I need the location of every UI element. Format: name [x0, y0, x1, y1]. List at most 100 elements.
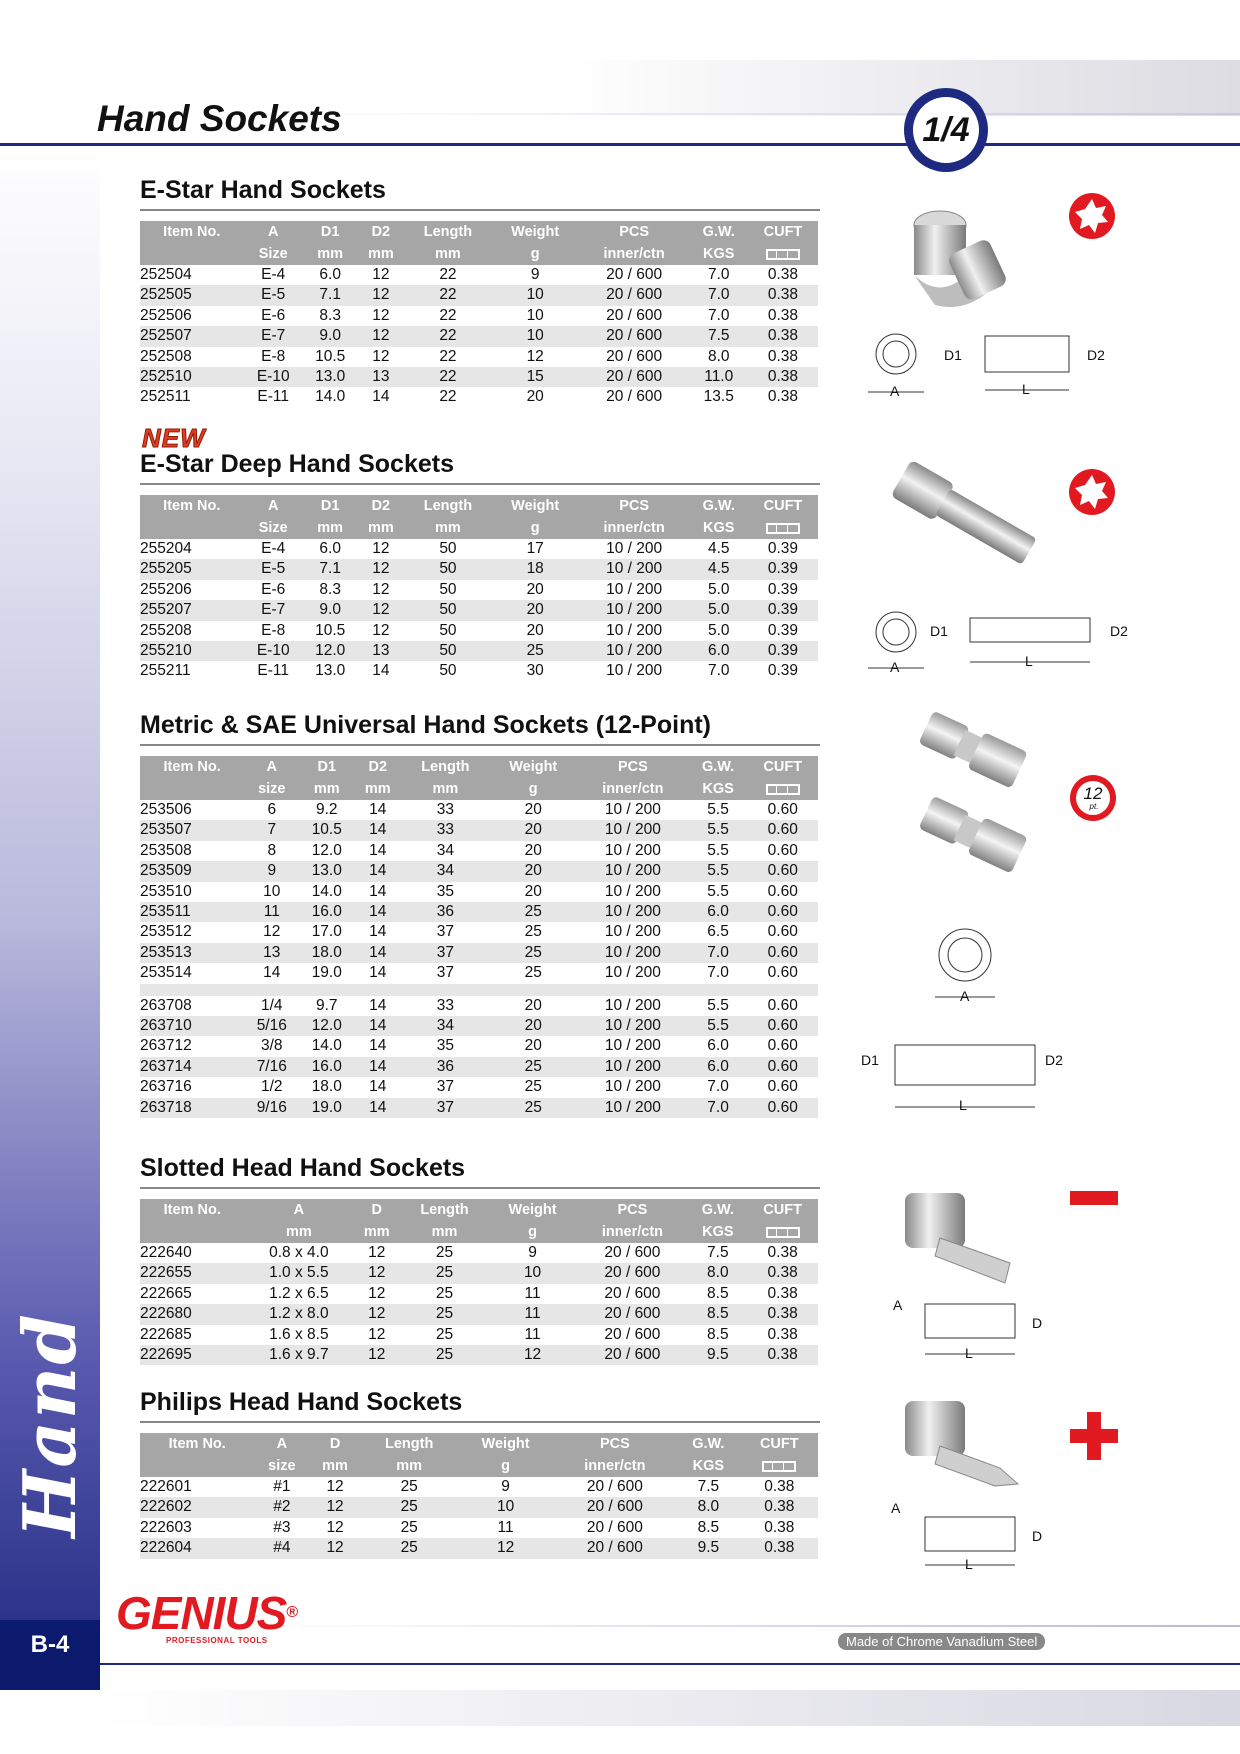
brand-tagline: PROFESSIONAL TOOLS [166, 1636, 268, 1645]
table-cell: 22 [439, 327, 457, 345]
table-cell: 37 [436, 943, 454, 961]
column-header: mm [357, 517, 405, 539]
universal-socket-image [920, 712, 1027, 872]
table-cell: 7.1 [319, 560, 341, 578]
table-cell: 0.39 [767, 601, 799, 619]
table-cell: 14 [369, 996, 387, 1014]
table-cell: 20 / 600 [586, 1518, 643, 1536]
table-cell: 25 [524, 1078, 542, 1096]
column-header: g [489, 778, 578, 800]
table-cell: 10 / 200 [604, 996, 661, 1014]
table-cell: 37 [436, 1098, 454, 1116]
column-header: D2 [357, 495, 405, 517]
table-cell: 12 [372, 621, 390, 639]
table-cell: 37 [436, 923, 454, 941]
table-cell: 8.5 [707, 1284, 729, 1302]
table-cell: 13 [372, 642, 390, 660]
table-cell: 0.39 [767, 540, 799, 557]
table-cell: E-8 [261, 621, 286, 639]
table-cell: 34 [436, 1017, 454, 1035]
table-cell: 0.38 [767, 286, 799, 304]
table-cell: 1.2 x 8.0 [269, 1305, 329, 1323]
table-cell: 0.60 [767, 943, 798, 961]
table-cell: 0.38 [764, 1539, 795, 1557]
table-cell: 14 [369, 943, 387, 961]
table-cell: 9.0 [319, 327, 341, 345]
column-header: Weight [491, 221, 579, 243]
table-cell: 252505 [140, 286, 192, 304]
table-cell: 20 / 600 [586, 1478, 643, 1495]
table-cell: 0.38 [767, 347, 799, 365]
table-cell: 5.5 [707, 1017, 729, 1035]
table-cell: 10 / 200 [606, 662, 663, 680]
table-cell: 22 [439, 266, 457, 283]
column-header: CUFT [747, 495, 818, 517]
table-cell: #2 [273, 1498, 291, 1516]
table-cell: 9 [501, 1478, 510, 1495]
column-header: inner/ctn [553, 1455, 677, 1477]
table-cell: 0.38 [767, 1325, 798, 1343]
table-cell: 50 [439, 662, 457, 680]
column-header [140, 243, 244, 265]
table-cell: 12 [326, 1498, 344, 1516]
column-header: mm [401, 778, 490, 800]
column-header: KGS [676, 1455, 741, 1477]
column-header: size [254, 1455, 310, 1477]
table-cell: E-8 [261, 347, 286, 365]
column-header: PCS [553, 1433, 677, 1455]
column-header: G.W. [688, 1199, 748, 1221]
table-cell: 8 [267, 841, 277, 859]
table-cell: 22 [439, 347, 457, 365]
section-universal: Metric & SAE Universal Hand Sockets (12-… [140, 711, 820, 1119]
column-header [747, 243, 818, 265]
e-star-dimension-diagram: A D1 D2 L [868, 333, 1105, 399]
table-cell: 12 [368, 1346, 386, 1364]
table-cell: 25 [524, 903, 542, 921]
table-cell: 20 / 600 [604, 1244, 661, 1261]
table-cell: 10 / 200 [606, 601, 663, 619]
table-cell: 10 [526, 306, 544, 324]
table-cell: 253508 [140, 841, 192, 859]
table-cell: 50 [439, 642, 457, 660]
column-header: mm [404, 243, 492, 265]
table-cell: 252507 [140, 327, 192, 345]
table-cell: 7.0 [707, 662, 730, 680]
table-cell: 10 / 200 [604, 964, 661, 982]
table-cell: 0.38 [767, 1244, 798, 1261]
table-cell: 12 [372, 306, 390, 324]
table-cell: 25 [526, 642, 544, 660]
table-cell: 20 [524, 882, 542, 900]
table-cell: 22 [439, 306, 457, 324]
table-cell: 9.7 [316, 996, 338, 1014]
table-cell: 11 [524, 1305, 541, 1323]
table-cell: 25 [400, 1539, 418, 1557]
e-star-deep-dimension-diagram: A D1 D2 L [868, 611, 1128, 675]
column-header: size [244, 778, 300, 800]
table-cell: 10 [523, 1264, 542, 1282]
table-cell: 25 [400, 1498, 418, 1516]
universal-dimension-diagram: D1 D2 L [861, 1044, 1063, 1113]
table-cell: 0.60 [767, 964, 798, 982]
table-cell: 16.0 [311, 903, 342, 921]
column-header: CUFT [747, 756, 818, 778]
table-cell: 1/2 [261, 1078, 283, 1096]
column-header: mm [299, 778, 355, 800]
cuft-box-icon [765, 248, 800, 260]
